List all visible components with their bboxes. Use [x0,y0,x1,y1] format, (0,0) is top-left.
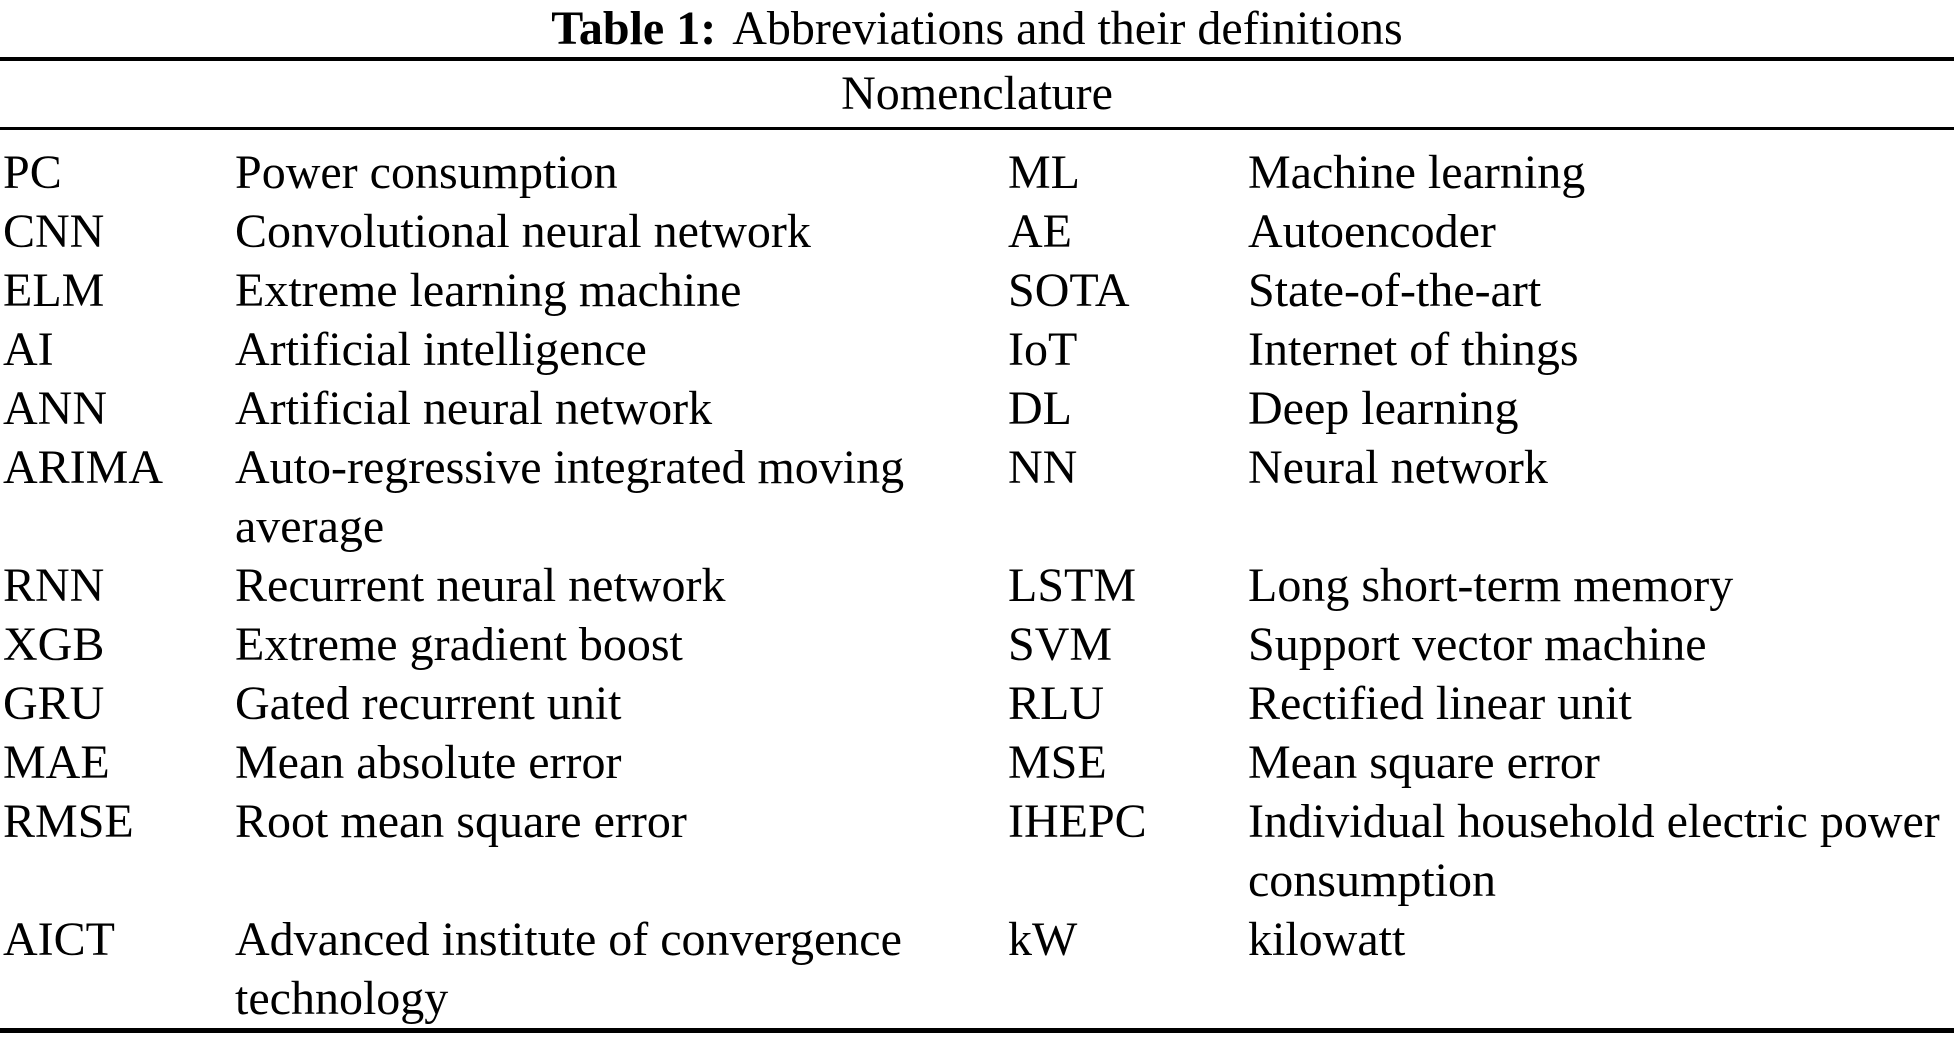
definition-cell-left: Convolutional neural network [235,205,811,258]
definition-cell-right: State-of-the-art [1248,264,1542,317]
definition-cell-left: Mean absolute error [235,736,622,789]
definition-cell-right: Long short-term memory [1248,559,1734,612]
table-row: CNN Convolutional neural network AE Auto… [0,202,1954,261]
abbreviation-cell-right: kW [1008,913,1078,966]
table-row: AI Artificial intelligence IoT Internet … [0,320,1954,379]
nomenclature-table: PC Power consumption ML Machine learning… [0,143,1954,1028]
abbreviation-cell-right: IoT [1008,323,1078,376]
abbreviation-cell-left: RNN [3,559,105,612]
definition-cell-left: Advanced institute of convergence techno… [235,913,902,1025]
table-row: GRU Gated recurrent unit RLU Rectified l… [0,674,1954,733]
definition-cell-left: Root mean square error [235,795,687,848]
abbreviation-cell-left: AI [3,323,54,376]
abbreviation-cell-left: MAE [3,736,110,789]
abbreviation-cell-left: GRU [3,677,105,730]
definition-cell-right: Autoencoder [1248,205,1496,258]
definition-cell-left: Auto-regressive integrated moving averag… [235,441,905,553]
abbreviation-cell-right: SVM [1008,618,1113,671]
table-caption-text: Abbreviations and their definitions [732,2,1403,55]
definition-cell-left: Extreme gradient boost [235,618,683,671]
abbreviation-cell-left: ELM [3,264,105,317]
definition-cell-right: Support vector machine [1248,618,1707,671]
table-row: ELM Extreme learning machine SOTA State-… [0,261,1954,320]
definition-cell-right: Individual household electric power cons… [1248,795,1940,907]
definition-cell-right: Machine learning [1248,146,1586,199]
table-caption-label: Table 1: [551,2,717,55]
table-row: RNN Recurrent neural network LSTM Long s… [0,556,1954,615]
definition-cell-right: Neural network [1248,441,1548,494]
abbreviation-cell-right: AE [1008,205,1072,258]
bottom-rule [0,1028,1954,1033]
abbreviation-cell-right: NN [1008,441,1078,494]
definition-cell-left: Artificial neural network [235,382,713,435]
definition-cell-left: Power consumption [235,146,618,199]
header-rule [0,127,1954,130]
abbreviation-cell-right: SOTA [1008,264,1130,317]
abbreviation-cell-left: XGB [3,618,105,671]
abbreviation-cell-right: ML [1008,146,1080,199]
definition-cell-left: Gated recurrent unit [235,677,622,730]
table-row: RMSE Root mean square error IHEPC Indivi… [0,792,1954,910]
abbreviation-cell-left: AICT [3,913,115,966]
abbreviation-cell-right: LSTM [1008,559,1137,612]
definition-cell-right: Internet of things [1248,323,1579,376]
nomenclature-table-body: PC Power consumption ML Machine learning… [0,143,1954,1028]
abbreviation-cell-left: ARIMA [3,441,164,494]
table-row: ARIMA Auto-regressive integrated moving … [0,438,1954,556]
table-caption: Table 1: Abbreviations and their definiti… [0,0,1954,57]
definition-cell-right: Mean square error [1248,736,1600,789]
abbreviation-cell-right: MSE [1008,736,1107,789]
abbreviation-cell-left: CNN [3,205,105,258]
table-row: ANN Artificial neural network DL Deep le… [0,379,1954,438]
abbreviation-cell-right: DL [1008,382,1072,435]
definition-cell-right: Deep learning [1248,382,1519,435]
table-row: AICT Advanced institute of convergence t… [0,910,1954,1028]
abbreviation-cell-right: IHEPC [1008,795,1147,848]
nomenclature-header: Nomenclature [841,67,1113,120]
table-row: XGB Extreme gradient boost SVM Support v… [0,615,1954,674]
definition-cell-right: kilowatt [1248,913,1406,966]
top-rule [0,57,1954,61]
definition-cell-left: Recurrent neural network [235,559,726,612]
abbreviation-cell-left: ANN [3,382,107,435]
table-row: PC Power consumption ML Machine learning [0,143,1954,202]
abbreviation-cell-right: RLU [1008,677,1104,730]
table-row: MAE Mean absolute error MSE Mean square … [0,733,1954,792]
definition-cell-left: Artificial intelligence [235,323,647,376]
definition-cell-left: Extreme learning machine [235,264,742,317]
abbreviation-cell-left: RMSE [3,795,134,848]
definition-cell-right: Rectified linear unit [1248,677,1632,730]
abbreviation-cell-left: PC [3,146,62,199]
